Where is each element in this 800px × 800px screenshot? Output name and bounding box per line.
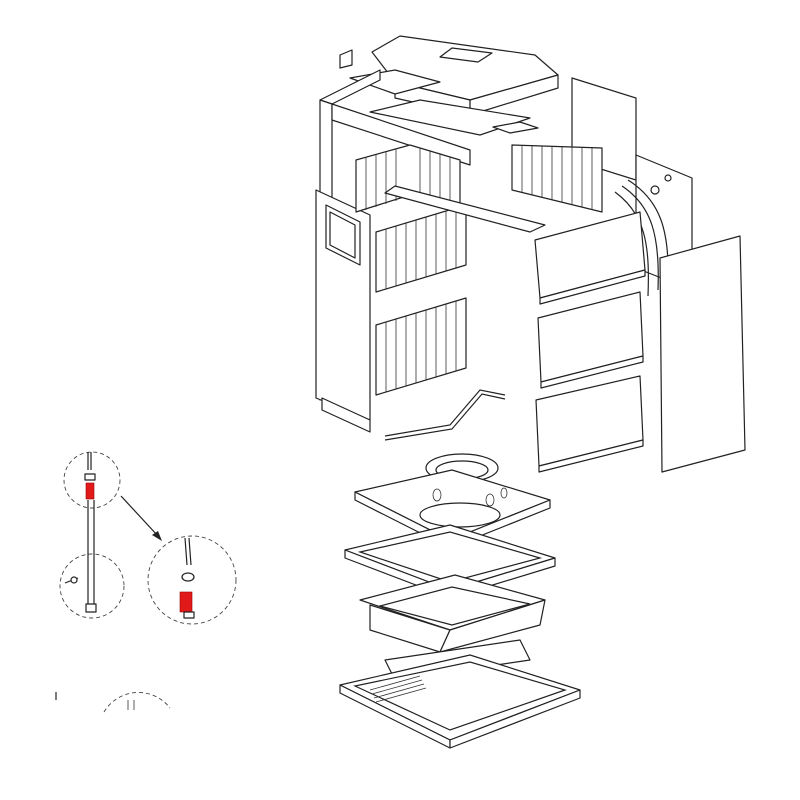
right-side-panel: [614, 154, 746, 473]
cropped-callout: [55, 692, 171, 713]
top-cover: [339, 35, 559, 136]
baffle-panels: [355, 144, 603, 396]
highlighted-sleeve-enlarged: [179, 591, 193, 613]
shaker-rod: [87, 500, 95, 605]
callout-arrow: [120, 495, 162, 541]
heat-exchanger-panels: [534, 211, 646, 473]
shaker-lever: [384, 389, 506, 441]
upper-rod-detail: [63, 451, 121, 509]
ash-pan: [359, 574, 546, 653]
highlighted-sleeve-upper: [85, 482, 95, 500]
enlarged-rod-detail: [147, 535, 237, 625]
base-frame: [339, 639, 581, 749]
side-door: [315, 189, 371, 433]
lower-rod-detail: [59, 553, 125, 619]
